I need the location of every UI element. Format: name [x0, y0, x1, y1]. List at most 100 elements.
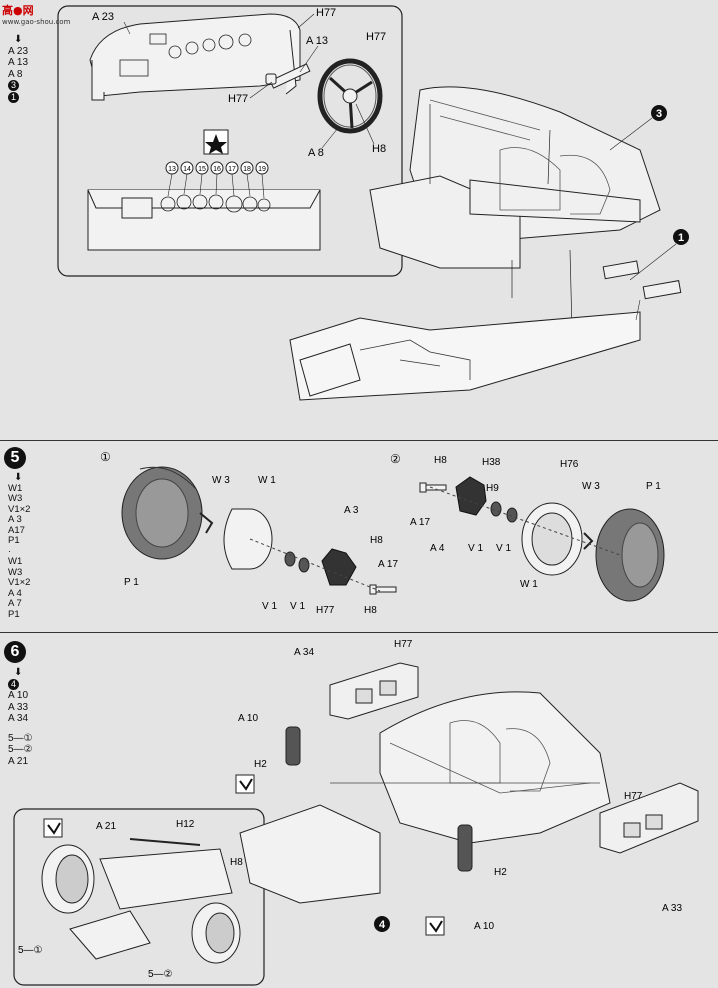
label-w3: W 3 [582, 481, 600, 492]
label-h8: H8 [230, 857, 243, 868]
gauge-label: 19 [258, 166, 266, 173]
bolt-a17-right [419, 482, 447, 493]
step6-badge: 6 [4, 641, 26, 663]
gauge-label: 14 [183, 166, 191, 173]
seq-item: · [8, 545, 12, 557]
label-p1: P 1 [646, 481, 661, 492]
seq-item: A 10 [8, 690, 29, 701]
seq-item: W3 [8, 566, 23, 578]
seq-item: A 34 [8, 713, 29, 724]
step6-diagram: A 34 H77 A 10 H2 H77 A 33 H2 A 10 A 21 H… [13, 639, 699, 986]
label-a23: A 23 [92, 11, 114, 23]
step4-sequence: ⬇ A 23 A 13 A 8 3 1 [8, 34, 28, 103]
gauge-label: 13 [168, 166, 176, 173]
spring-left [285, 726, 301, 766]
label-h77: H77 [316, 605, 335, 616]
label-h2: H2 [494, 867, 507, 878]
seq-item: V1×2 [8, 577, 31, 588]
marker-label: 1 [678, 232, 684, 244]
watermark-url: www.gao-shou.com [2, 18, 71, 26]
seq-item: W1 [8, 556, 23, 567]
wheel-left [223, 508, 273, 570]
seq-item: A17 [8, 524, 25, 536]
label-h76: H76 [560, 459, 579, 470]
chassis-tub [369, 86, 661, 269]
step5-panel: 5 ⬇ W1 W3 V1×2 A 3 A17 P1 · W1 W3 V1×2 A… [0, 440, 718, 627]
small-parts [602, 260, 682, 300]
inset-frame [13, 808, 265, 986]
label-v1: V 1 [262, 601, 277, 612]
label-h9: H9 [486, 483, 499, 494]
label-h8: H8 [372, 143, 386, 155]
hub-cap-left [199, 512, 214, 534]
steering-wheel [317, 58, 383, 134]
seq-item: A 3 [8, 514, 22, 525]
seq-item: 5—① [8, 732, 33, 744]
hub-cap-right [583, 532, 594, 550]
dashboard-part [89, 13, 301, 101]
seq-item: W3 [8, 493, 23, 504]
step-marker-4 [374, 916, 390, 932]
step5-badge: 5 [4, 447, 26, 469]
seq-item: A 4 [8, 587, 22, 599]
label-v1: V 1 [496, 543, 511, 554]
check-icon [425, 916, 445, 936]
label-a21: A 21 [96, 821, 116, 832]
seq-badge: 4 [8, 678, 19, 690]
bushings-right [490, 501, 518, 523]
watermark-brand: 高●网 [2, 4, 34, 17]
marker-label: 4 [379, 919, 386, 931]
label-a10: A 10 [474, 921, 494, 932]
label-a13: A 13 [306, 35, 328, 47]
seq-item: A 13 [8, 57, 29, 68]
label-a33: A 33 [662, 903, 682, 914]
seq-item: A 8 [8, 68, 23, 80]
label-h77: H77 [366, 31, 386, 43]
step6-panel: 6 ⬇ 4 A 10 A 33 A 34 5—① 5—② A 21 [0, 632, 718, 988]
label-a8: A 8 [308, 147, 324, 159]
bolt-a17-left [369, 584, 397, 595]
label-a34: A 34 [294, 647, 314, 658]
gauge-label: 17 [228, 166, 236, 173]
label-h8: H8 [370, 535, 383, 546]
label-a17: A 17 [378, 559, 398, 570]
seq-item: A 7 [8, 598, 22, 609]
seq-item: W1 [8, 482, 23, 494]
watermark-logo: 高●网 www.gao-shou.com [2, 2, 70, 26]
label-w3: W 3 [212, 475, 230, 486]
seq-item: A 23 [8, 45, 29, 57]
hub-a3 [321, 548, 357, 586]
label-h77: H77 [624, 791, 643, 802]
label-v1: V 1 [468, 543, 483, 554]
step-marker-3 [651, 105, 667, 121]
gauge-label: 18 [243, 166, 251, 173]
down-arrow-icon: ⬇ [14, 472, 23, 483]
seq-item: A 21 [8, 755, 29, 767]
step4-panel: ⬇ A 23 A 13 A 8 3 1 [0, 0, 718, 432]
label-sub2: 5—② [148, 969, 173, 980]
down-arrow-icon: ⬇ [14, 667, 23, 678]
down-arrow-icon: ⬇ [14, 34, 23, 45]
sub-marker-2: ② [390, 452, 401, 466]
step-marker-1 [673, 229, 689, 245]
marker-label: 3 [656, 108, 662, 120]
label-h2: H2 [254, 759, 267, 770]
tire-left [121, 466, 203, 560]
gauge-label: 15 [198, 166, 206, 173]
label-h8: H8 [434, 455, 447, 466]
label-h8: H8 [364, 605, 377, 616]
label-w1: W 1 [520, 579, 538, 590]
front-panel-a33 [599, 782, 699, 854]
label-h77: H77 [228, 93, 248, 105]
check-icon [43, 818, 63, 838]
seq-item: P1 [8, 608, 20, 620]
step5-sequence: ⬇ W1 W3 V1×2 A 3 A17 P1 · W1 W3 V1×2 A 4… [8, 472, 31, 620]
seq-item: A 33 [8, 701, 29, 713]
tire-right [595, 508, 665, 602]
wheel-right [521, 502, 583, 576]
label-a3: A 3 [344, 505, 359, 516]
label-a10: A 10 [238, 713, 258, 724]
label-w1: W 1 [258, 475, 276, 486]
label-h77: H77 [394, 639, 413, 650]
step5-diagram: ① W 3 W 1 A 3 H8 A 17 H8 P 1 V 1 V 1 H77… [100, 450, 665, 616]
